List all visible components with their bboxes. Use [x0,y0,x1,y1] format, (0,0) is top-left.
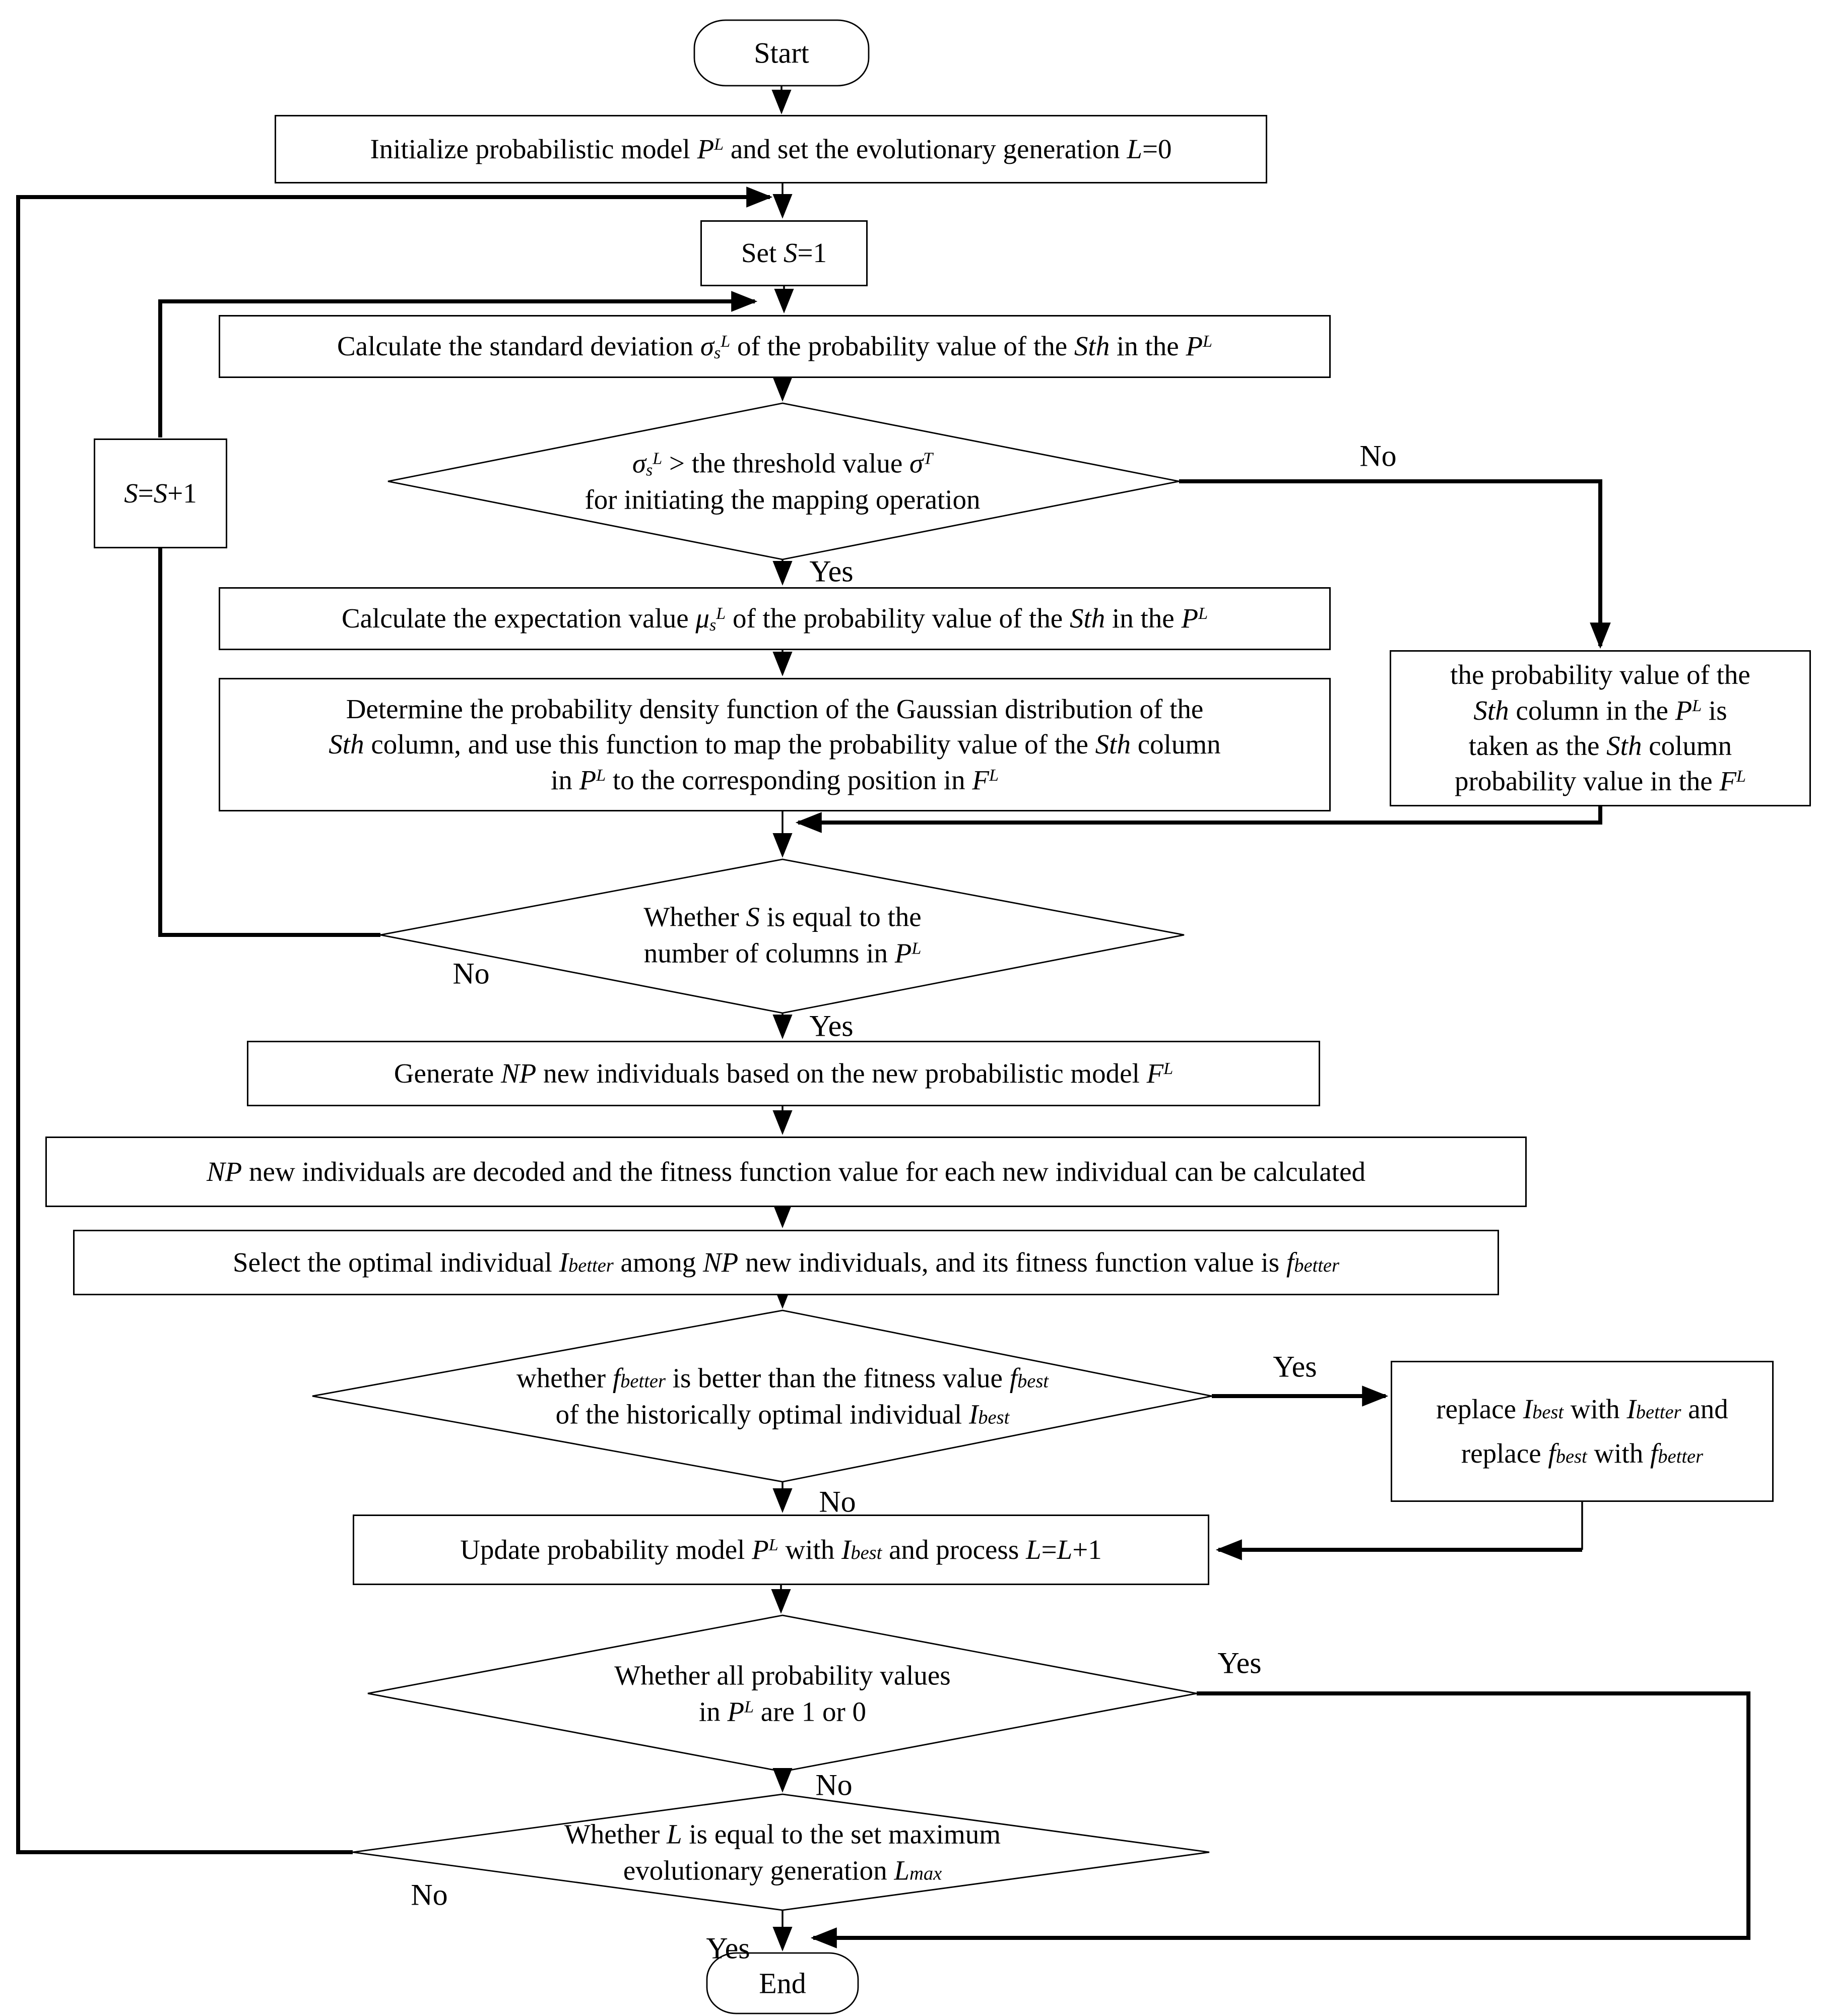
flow-copybox-merge-left [795,806,1602,833]
flow-d5-no-loop-to-set [16,186,773,1854]
node-decode-individuals: NP new individuals are decoded and the f… [45,1137,1527,1207]
edge-label-d2-yes: Yes [809,1009,854,1043]
edge-label-d4-yes: Yes [1217,1646,1262,1680]
flow-d1-no-to-copybox [1179,479,1611,649]
node-determine-pdf: Determine the probability density functi… [219,678,1331,811]
node-calc-expectation: Calculate the expectation value μsL of t… [219,587,1331,650]
edge-label-d5-no: No [411,1878,448,1912]
edge-label-d1-no: No [1359,439,1397,473]
node-end: End [759,1967,806,2000]
edge-label-d1-yes: Yes [809,554,854,588]
node-generate-individuals: Generate NP new individuals based on the… [247,1041,1320,1106]
flow-d2-no-loop-via-splus [158,301,755,937]
decision-better-label: whether fbetter is better than the fitne… [516,1362,1049,1430]
node-s-increment: S=S+1 [94,438,227,548]
node-update-model: Update probability model PL with Ibest a… [353,1515,1209,1585]
node-initialize-model: Initialize probabilistic model PL and se… [275,115,1267,183]
node-start: Start [754,36,809,70]
edge-label-d3-yes: Yes [1273,1350,1317,1383]
end-terminator-shape [706,1952,859,2014]
edge-label-d4-no: No [815,1768,853,1802]
node-calc-std-deviation: Calculate the standard deviation σsL of … [219,315,1331,378]
node-set-s: Set S=1 [700,220,868,286]
edge-label-d3-no: No [819,1485,856,1519]
flow-d4-yes-bypass-to-end [810,1691,1750,1948]
edge-label-d2-no: No [452,957,490,990]
edge-label-d5-yes: Yes [706,1931,750,1965]
node-select-optimal: Select the optimal individual Ibetter am… [73,1230,1499,1295]
